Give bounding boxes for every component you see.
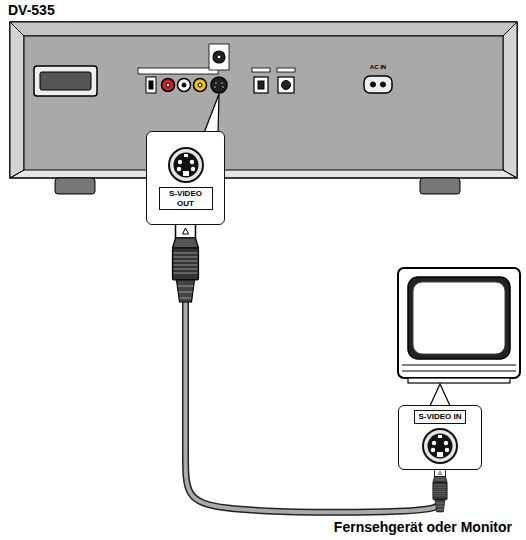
rear-jacks bbox=[34, 44, 392, 96]
jack-label: S-VIDEO OUT bbox=[159, 187, 213, 209]
tv-set bbox=[398, 268, 520, 383]
jack-callout: S-VIDEO IN bbox=[398, 405, 482, 470]
callout-pointer bbox=[204, 94, 219, 133]
device-caption: Fernsehgerät oder Monitor bbox=[334, 519, 512, 535]
s-video-icon bbox=[167, 146, 205, 184]
s-video-icon bbox=[421, 427, 459, 465]
player-panel: DV-535 bbox=[7, 2, 519, 198]
jack-label: AC IN bbox=[352, 64, 404, 70]
model-name: DV-535 bbox=[8, 2, 55, 18]
player-body bbox=[10, 22, 517, 194]
s-video-plug bbox=[173, 224, 199, 302]
s-video-plug bbox=[433, 469, 447, 512]
jack-callout: S-VIDEO OUT bbox=[146, 131, 225, 225]
jack-label: S-VIDEO IN bbox=[414, 410, 465, 423]
